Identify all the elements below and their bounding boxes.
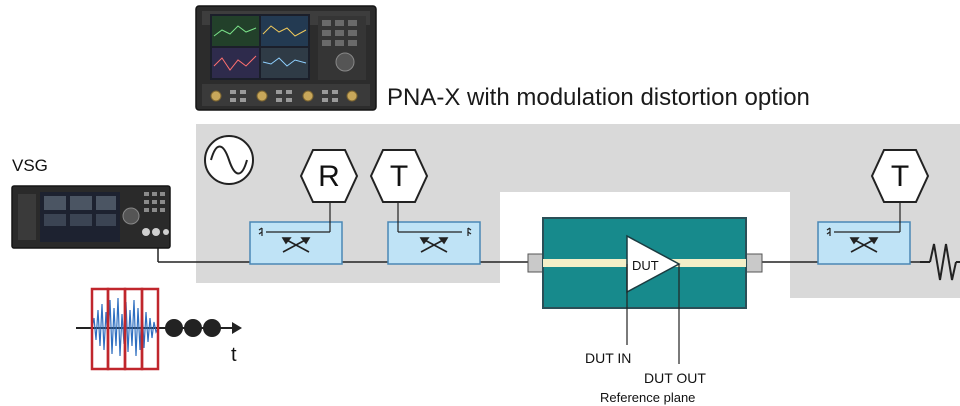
receiver-r: R bbox=[299, 149, 359, 203]
continuation-dot-2 bbox=[184, 319, 202, 337]
continuation-dot-3 bbox=[203, 319, 221, 337]
receiver-r-letter: R bbox=[318, 160, 340, 193]
instrument-title: PNA-X with modulation distortion option bbox=[387, 84, 810, 111]
receiver-t1: T bbox=[369, 149, 429, 203]
receiver-t2: T bbox=[870, 149, 930, 203]
signal-window-4 bbox=[140, 287, 160, 371]
coupler-t1 bbox=[387, 202, 481, 265]
time-axis-label: t bbox=[231, 344, 237, 366]
coupler-r bbox=[249, 202, 343, 265]
receiver-t2-letter: T bbox=[891, 160, 909, 193]
coupler-t2 bbox=[817, 202, 911, 265]
dut-out-label: DUT OUT bbox=[644, 370, 706, 386]
pna-x-instrument bbox=[195, 5, 377, 111]
directional-coupler-icon bbox=[281, 237, 311, 253]
receiver-t1-letter: T bbox=[390, 160, 408, 193]
dut-in-label: DUT IN bbox=[585, 350, 632, 366]
time-axis-arrow bbox=[232, 322, 242, 334]
dut-label: DUT bbox=[632, 258, 659, 273]
dut-fixture: DUT bbox=[527, 217, 763, 364]
continuation-dot-1 bbox=[165, 319, 183, 337]
modulated-signal bbox=[76, 287, 242, 371]
resistor-load-icon bbox=[920, 243, 960, 281]
reference-plane-label: Reference plane bbox=[600, 390, 696, 405]
vsg-instrument bbox=[11, 185, 171, 249]
vsg-label: VSG bbox=[12, 156, 48, 175]
sine-wave-icon bbox=[204, 135, 254, 185]
